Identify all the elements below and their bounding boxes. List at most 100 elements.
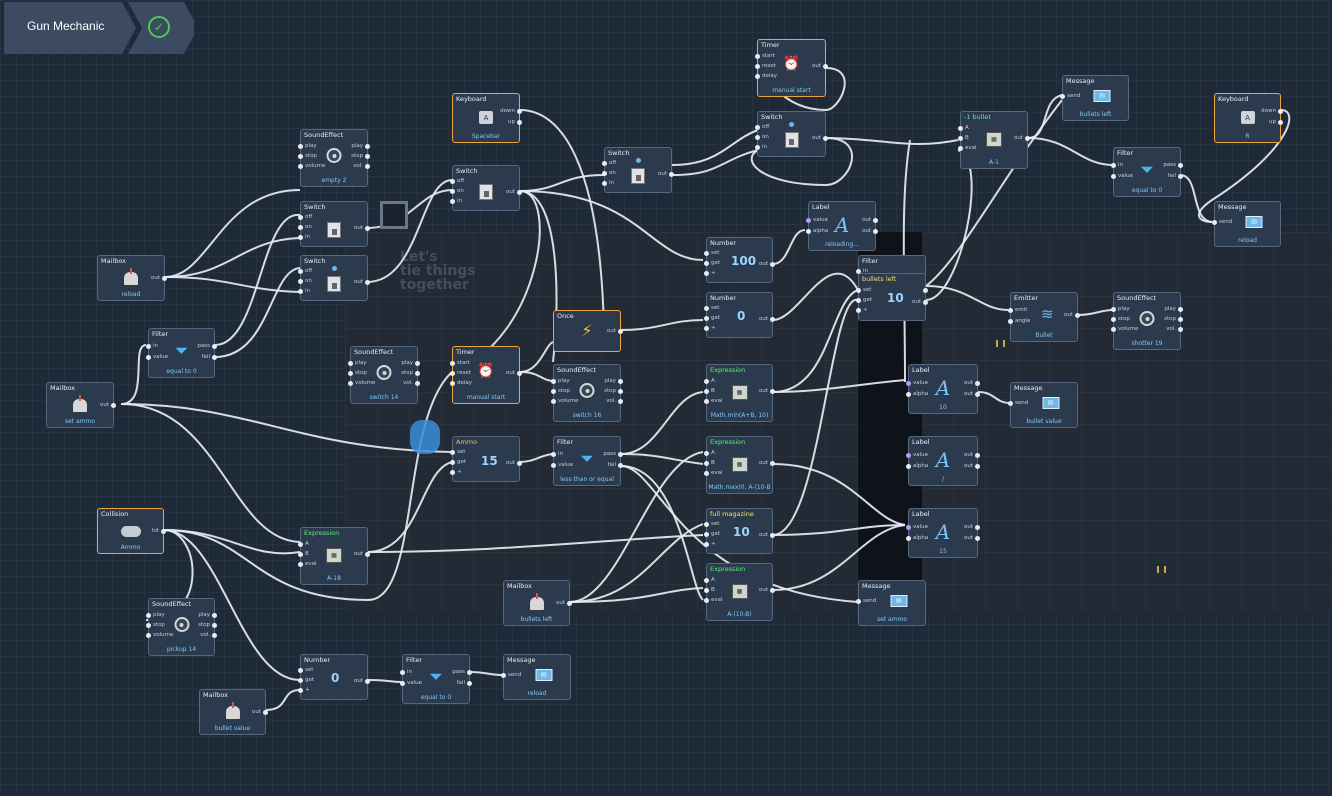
pin-out[interactable]: out [607,327,623,335]
keyboard-node-r[interactable]: Keyboard down up A R [1214,93,1283,143]
switch-node-d[interactable]: Switch off on in out [602,147,674,193]
pin-eval[interactable]: eval [704,596,723,604]
pin-send[interactable]: send [501,671,521,679]
pin-out[interactable]: out [759,459,775,467]
filter-node-less-equal[interactable]: Filter in value pass fail ⏷ less than or… [551,436,623,486]
pin-out[interactable]: out [964,379,980,387]
pin-out-2[interactable]: out [912,298,928,306]
pin-value[interactable]: value [551,461,573,469]
pin-value[interactable]: value [1111,172,1133,180]
pin-b[interactable]: B [298,550,309,558]
pin-a[interactable]: A [958,124,969,132]
pin-out[interactable]: out [759,260,775,268]
pin-vol-out[interactable]: vol. [353,162,370,170]
pin-set[interactable]: set [704,520,719,528]
pin-stop-in[interactable]: stop [298,152,317,160]
pin-out[interactable]: out [964,523,980,531]
pin-stop-out[interactable]: stop [351,152,370,160]
expression-node-min[interactable]: Expression A B eval out ▦ Math.min(A+B, … [704,364,775,422]
pin-play-in[interactable]: play [146,611,165,619]
pin-angle[interactable]: angle [1008,317,1030,325]
pin-add[interactable]: + [450,468,462,476]
pin-eval[interactable]: eval [704,469,723,477]
pin-value[interactable]: value [400,679,422,687]
pin-in[interactable]: in [298,287,310,295]
pin-play-out[interactable]: play [401,359,420,367]
pin-eval[interactable]: eval [958,144,977,152]
pin-stop-in[interactable]: stop [551,387,570,395]
pin-out[interactable]: out [862,216,878,224]
pin-in[interactable]: in [146,342,158,350]
pin-get[interactable]: get [704,259,720,267]
pin-set[interactable]: set [704,249,719,257]
pin-out[interactable]: out [1014,134,1030,142]
pin-vol-out[interactable]: vol. [403,379,420,387]
pin-stop-out[interactable]: stop [1164,315,1183,323]
pin-add[interactable]: + [856,306,868,314]
pin-out[interactable]: out [812,134,828,142]
label-node-reloading[interactable]: Label value alpha out out A reloading... [806,201,878,251]
full-magazine-number-node[interactable]: full magazine set get + out 10 [704,508,775,554]
pin-pass[interactable]: pass [197,342,217,350]
pin-out[interactable]: out [759,387,775,395]
expression-node-a10b[interactable]: Expression A B eval out ▦ A-(10-B) [704,563,775,621]
soundeffect-node-switch14[interactable]: SoundEffect play stop volume play stop v… [348,346,420,404]
pin-out-2[interactable]: out [964,390,980,398]
pin-up[interactable]: up [1269,118,1283,126]
pin-send[interactable]: send [1008,399,1028,407]
pin-get[interactable]: get [704,314,720,322]
pin-out[interactable]: out [354,677,370,685]
message-node-setammo[interactable]: Message send ✉ set ammo [856,580,926,626]
pin-b[interactable]: B [958,134,969,142]
number-node-0a[interactable]: Number set get + out 0 [704,292,775,338]
pin-fail[interactable]: fail [1168,172,1183,180]
pin-volume-in[interactable]: volume [551,397,578,405]
pin-stop-out[interactable]: stop [198,621,217,629]
pin-out[interactable]: out [100,401,116,409]
filter-node-equal0-c[interactable]: Filter in value pass fail ⏷ equal to 0 [1111,147,1183,197]
pin-off[interactable]: off [602,159,616,167]
pin-stop-in[interactable]: stop [146,621,165,629]
pin-off[interactable]: off [298,213,312,221]
pin-fail[interactable]: fail [608,461,623,469]
pin-get[interactable]: get [450,458,466,466]
pin-out[interactable]: out [506,459,522,467]
pin-vol-out[interactable]: vol. [1166,325,1183,333]
pin-send[interactable]: send [1212,218,1232,226]
pin-b[interactable]: B [704,459,715,467]
pin-stop-out[interactable]: stop [401,369,420,377]
soundeffect-node-shotter[interactable]: SoundEffect play stop volume play stop v… [1111,292,1183,350]
pin-on[interactable]: on [755,133,769,141]
label-node-10[interactable]: Label value alpha out out A 10 [906,364,980,414]
pin-out[interactable]: out [354,550,370,558]
expression-node-minus1[interactable]: -1 bullet A B eval out ▦ A-1 [958,111,1030,169]
pin-alpha[interactable]: alpha [906,534,928,542]
pin-add[interactable]: + [704,324,716,332]
pin-play-in[interactable]: play [298,142,317,150]
pin-out[interactable]: out [506,188,522,196]
pin-value[interactable]: value [906,451,928,459]
pin-out[interactable]: out [556,599,572,607]
pin-a[interactable]: A [298,540,309,548]
pin-in[interactable]: in [400,668,412,676]
number-node-0b[interactable]: Number set get + out 0 [298,654,370,700]
mailbox-node-reload[interactable]: Mailbox out reload [97,255,167,301]
pin-play-out[interactable]: play [198,611,217,619]
pin-volume-in[interactable]: volume [348,379,375,387]
label-node-slash[interactable]: Label value alpha out out A / [906,436,980,486]
pin-value[interactable]: value [146,353,168,361]
pin-out[interactable]: out [759,586,775,594]
filter-node-equal0-a[interactable]: Filter in value pass fail ⏷ equal to 0 [146,328,217,378]
timer-node-a[interactable]: Timer start reset delay out ⏰ manual sta… [450,346,522,404]
pin-volume-in[interactable]: volume [1111,325,1138,333]
once-node[interactable]: Once out ⚡ [553,310,623,352]
pin-out[interactable]: out [354,224,370,232]
pin-play-in[interactable]: play [348,359,367,367]
soundeffect-node-pickup[interactable]: SoundEffect play stop volume play stop v… [146,598,217,656]
pin-b[interactable]: B [704,387,715,395]
pin-down[interactable]: down [500,107,522,115]
pin-out[interactable]: out [506,369,522,377]
pin-volume-in[interactable]: volume [146,631,173,639]
emitter-node-bullet[interactable]: Emitter emit angle out ≋ Bullet [1008,292,1080,342]
expression-node-max[interactable]: Expression A B eval out ▦ Math.max(0, A-… [704,436,775,494]
